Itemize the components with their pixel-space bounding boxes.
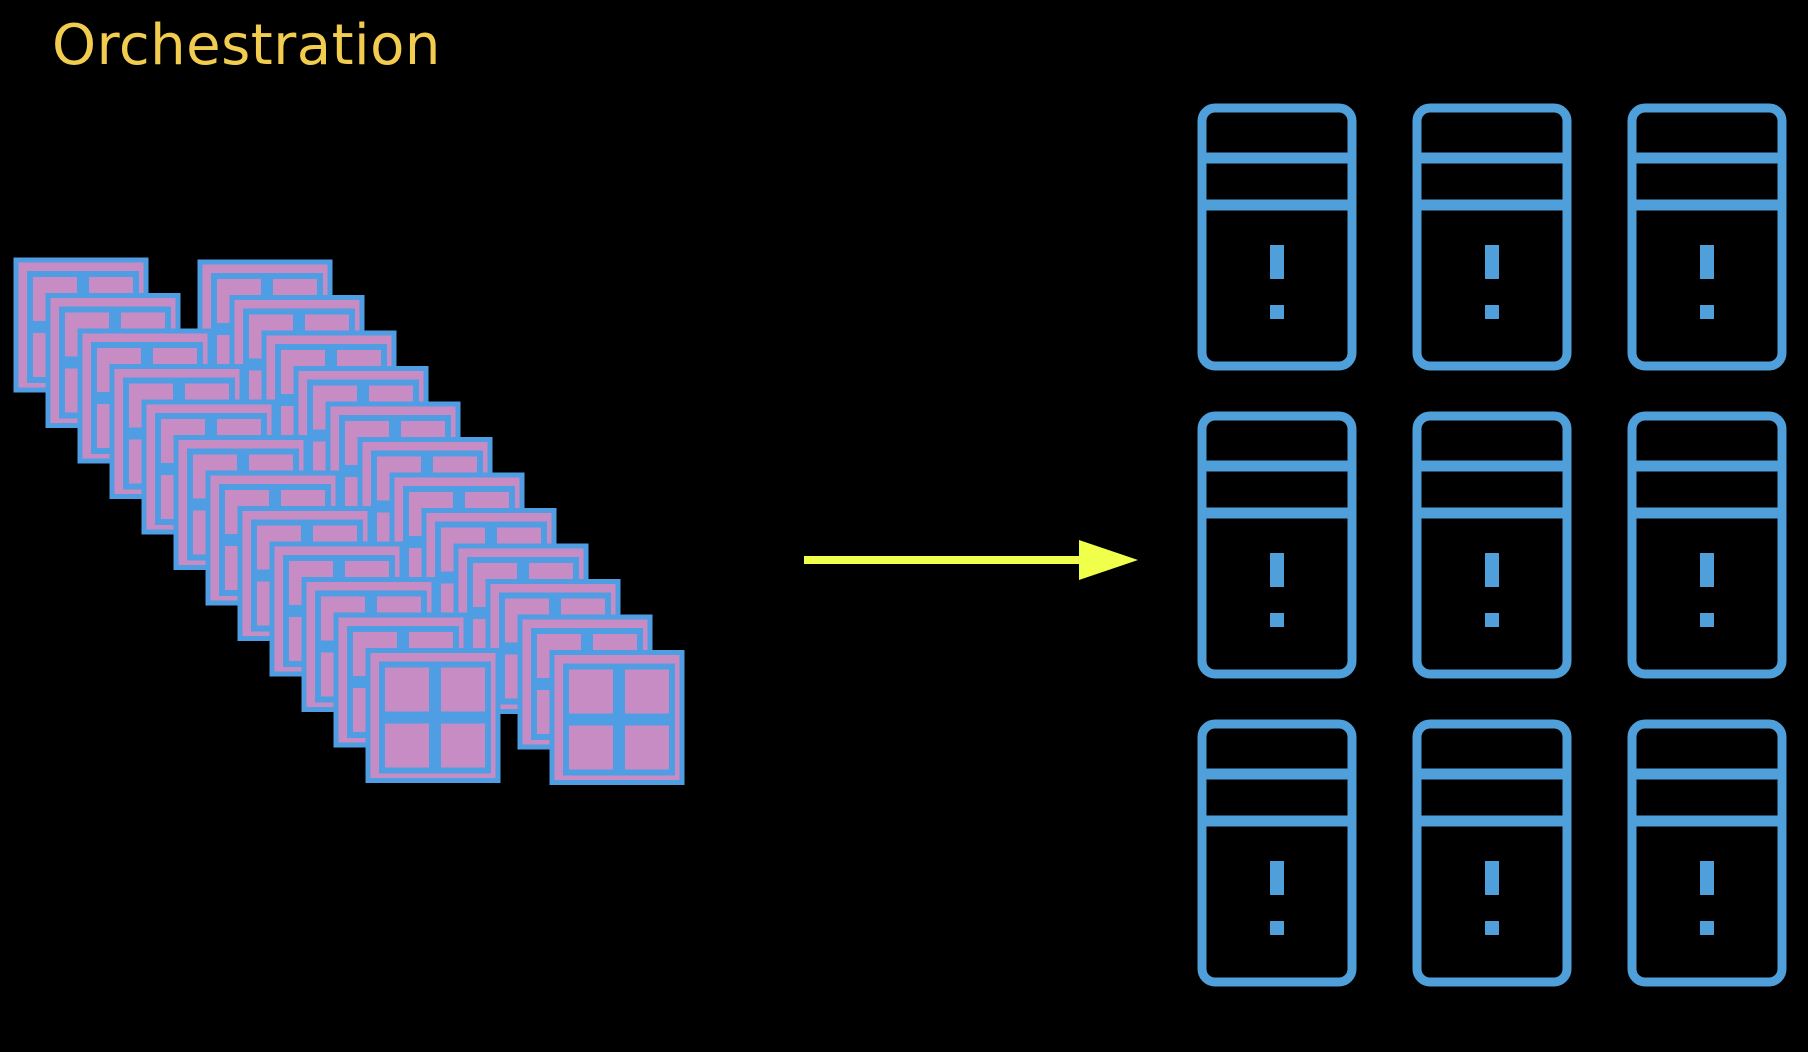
server-tower-icon (1627, 411, 1787, 679)
server-tower-icon (1197, 411, 1357, 679)
container-icon (365, 648, 501, 783)
server-tower-icon (1627, 719, 1787, 987)
server-tower-icon (1627, 103, 1787, 371)
container-icon (549, 650, 685, 785)
container-stack (13, 257, 685, 785)
server-tower-icon (1197, 103, 1357, 371)
arrow-head (1079, 540, 1138, 580)
server-tower-icon (1197, 719, 1357, 987)
server-grid (1197, 103, 1787, 987)
right-arrow-icon (804, 540, 1138, 580)
server-tower-icon (1412, 103, 1572, 371)
server-tower-icon (1412, 719, 1572, 987)
server-tower-icon (1412, 411, 1572, 679)
slide-title: Orchestration (52, 13, 441, 78)
